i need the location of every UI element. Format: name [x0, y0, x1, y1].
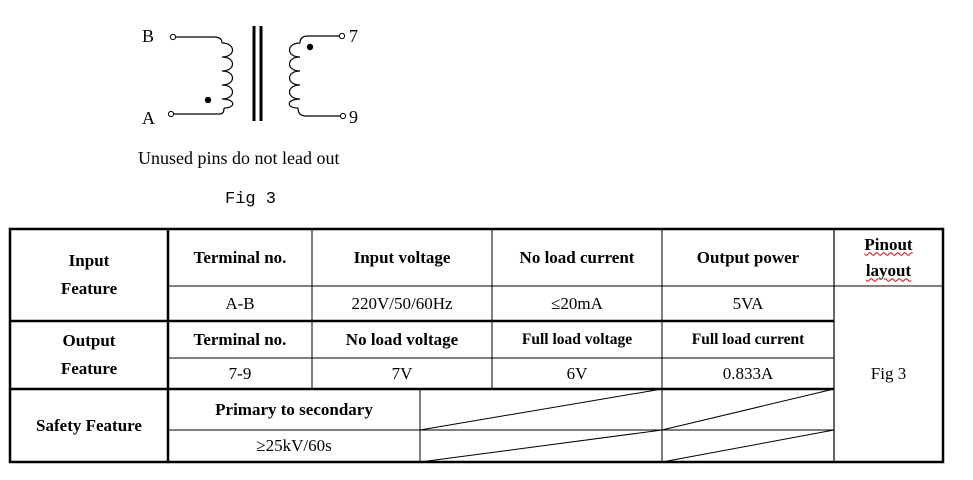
unused-pins-note: Unused pins do not lead out — [138, 148, 340, 168]
safety-feature-heading: Safety Feature — [36, 415, 142, 435]
input-header-terminal: Terminal no. — [193, 247, 287, 267]
secondary-coil — [288, 42, 301, 109]
empty-cell-slash — [661, 388, 835, 431]
output-header-full-load-current: Full load current — [691, 330, 805, 348]
pinout-layout-heading: Pinout layout — [834, 229, 943, 286]
pin-a-label: A — [142, 108, 155, 128]
output-header-no-load-voltage: No load voltage — [345, 329, 459, 349]
pin-7-terminal — [338, 32, 346, 40]
pinout-layout-heading-text: Pinout layout — [864, 234, 913, 280]
input-value-no-load-current: ≤20mA — [551, 293, 603, 313]
output-feature-heading: Output Feature — [60, 331, 118, 378]
input-header-no-load-current: No load current — [519, 247, 635, 267]
input-value-voltage: 220V/50/60Hz — [351, 293, 453, 313]
figure-label: Fig 3 — [225, 190, 277, 209]
pin-b-label: B — [142, 26, 154, 46]
empty-cell-slash — [419, 388, 663, 431]
output-value-terminal: 7-9 — [228, 363, 252, 383]
input-feature-heading: Input Feature — [60, 251, 118, 298]
pin-9-label: 9 — [349, 107, 358, 127]
primary-lead-top — [176, 36, 223, 44]
safety-value: ≥25kV/60s — [256, 436, 332, 455]
output-value-no-load-voltage: 7V — [391, 363, 413, 383]
pin-b-terminal — [169, 33, 177, 41]
output-value-full-load-voltage: 6V — [566, 363, 588, 383]
pin-a-terminal — [167, 110, 175, 118]
secondary-lead-bottom — [297, 107, 340, 117]
primary-lead-bottom — [174, 107, 225, 115]
output-header-terminal: Terminal no. — [193, 329, 287, 349]
pin-9-terminal — [339, 112, 347, 120]
input-value-terminal: A-B — [225, 293, 255, 313]
secondary-lead-top — [299, 35, 339, 44]
input-header-voltage: Input voltage — [353, 247, 451, 267]
input-value-output-power: 5VA — [732, 293, 764, 313]
output-header-full-load-voltage: Full load voltage — [521, 330, 633, 348]
primary-coil — [221, 42, 234, 109]
output-value-full-load-current: 0.833A — [722, 363, 774, 383]
primary-polarity-dot — [204, 96, 212, 104]
input-header-output-power: Output power — [696, 247, 800, 267]
safety-header-primary-secondary: Primary to secondary — [215, 399, 373, 419]
secondary-polarity-dot — [306, 43, 314, 51]
transformer-diagram: B A 7 9 — [142, 26, 358, 128]
empty-cell-slash — [661, 429, 835, 463]
pinout-layout-value: Fig 3 — [870, 364, 907, 383]
pin-7-label: 7 — [349, 26, 358, 46]
empty-cell-slash — [419, 429, 663, 463]
